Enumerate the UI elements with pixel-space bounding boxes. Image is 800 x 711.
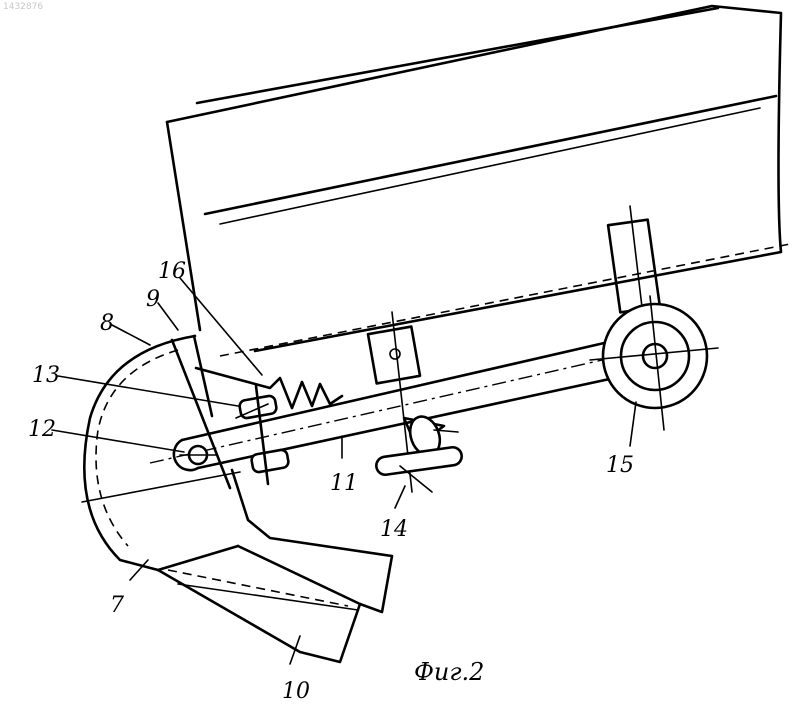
label-16: 16: [158, 259, 186, 284]
label-13: 13: [32, 363, 60, 388]
label-15: 15: [606, 453, 634, 478]
label-11: 11: [330, 471, 358, 496]
label-14: 14: [380, 517, 408, 542]
label-8: 8: [100, 311, 114, 336]
clamp-14: [375, 412, 463, 492]
bolt-13: [236, 386, 289, 484]
hopper-body: [167, 6, 790, 356]
label-9: 9: [146, 287, 160, 312]
chute-10: [158, 570, 360, 662]
hub-15: [590, 206, 718, 430]
figure-caption: Фиг.2: [414, 658, 484, 686]
label-12: 12: [28, 417, 56, 442]
document-number: 1432876: [3, 2, 43, 12]
label-10: 10: [282, 679, 310, 704]
label-7: 7: [110, 593, 124, 618]
